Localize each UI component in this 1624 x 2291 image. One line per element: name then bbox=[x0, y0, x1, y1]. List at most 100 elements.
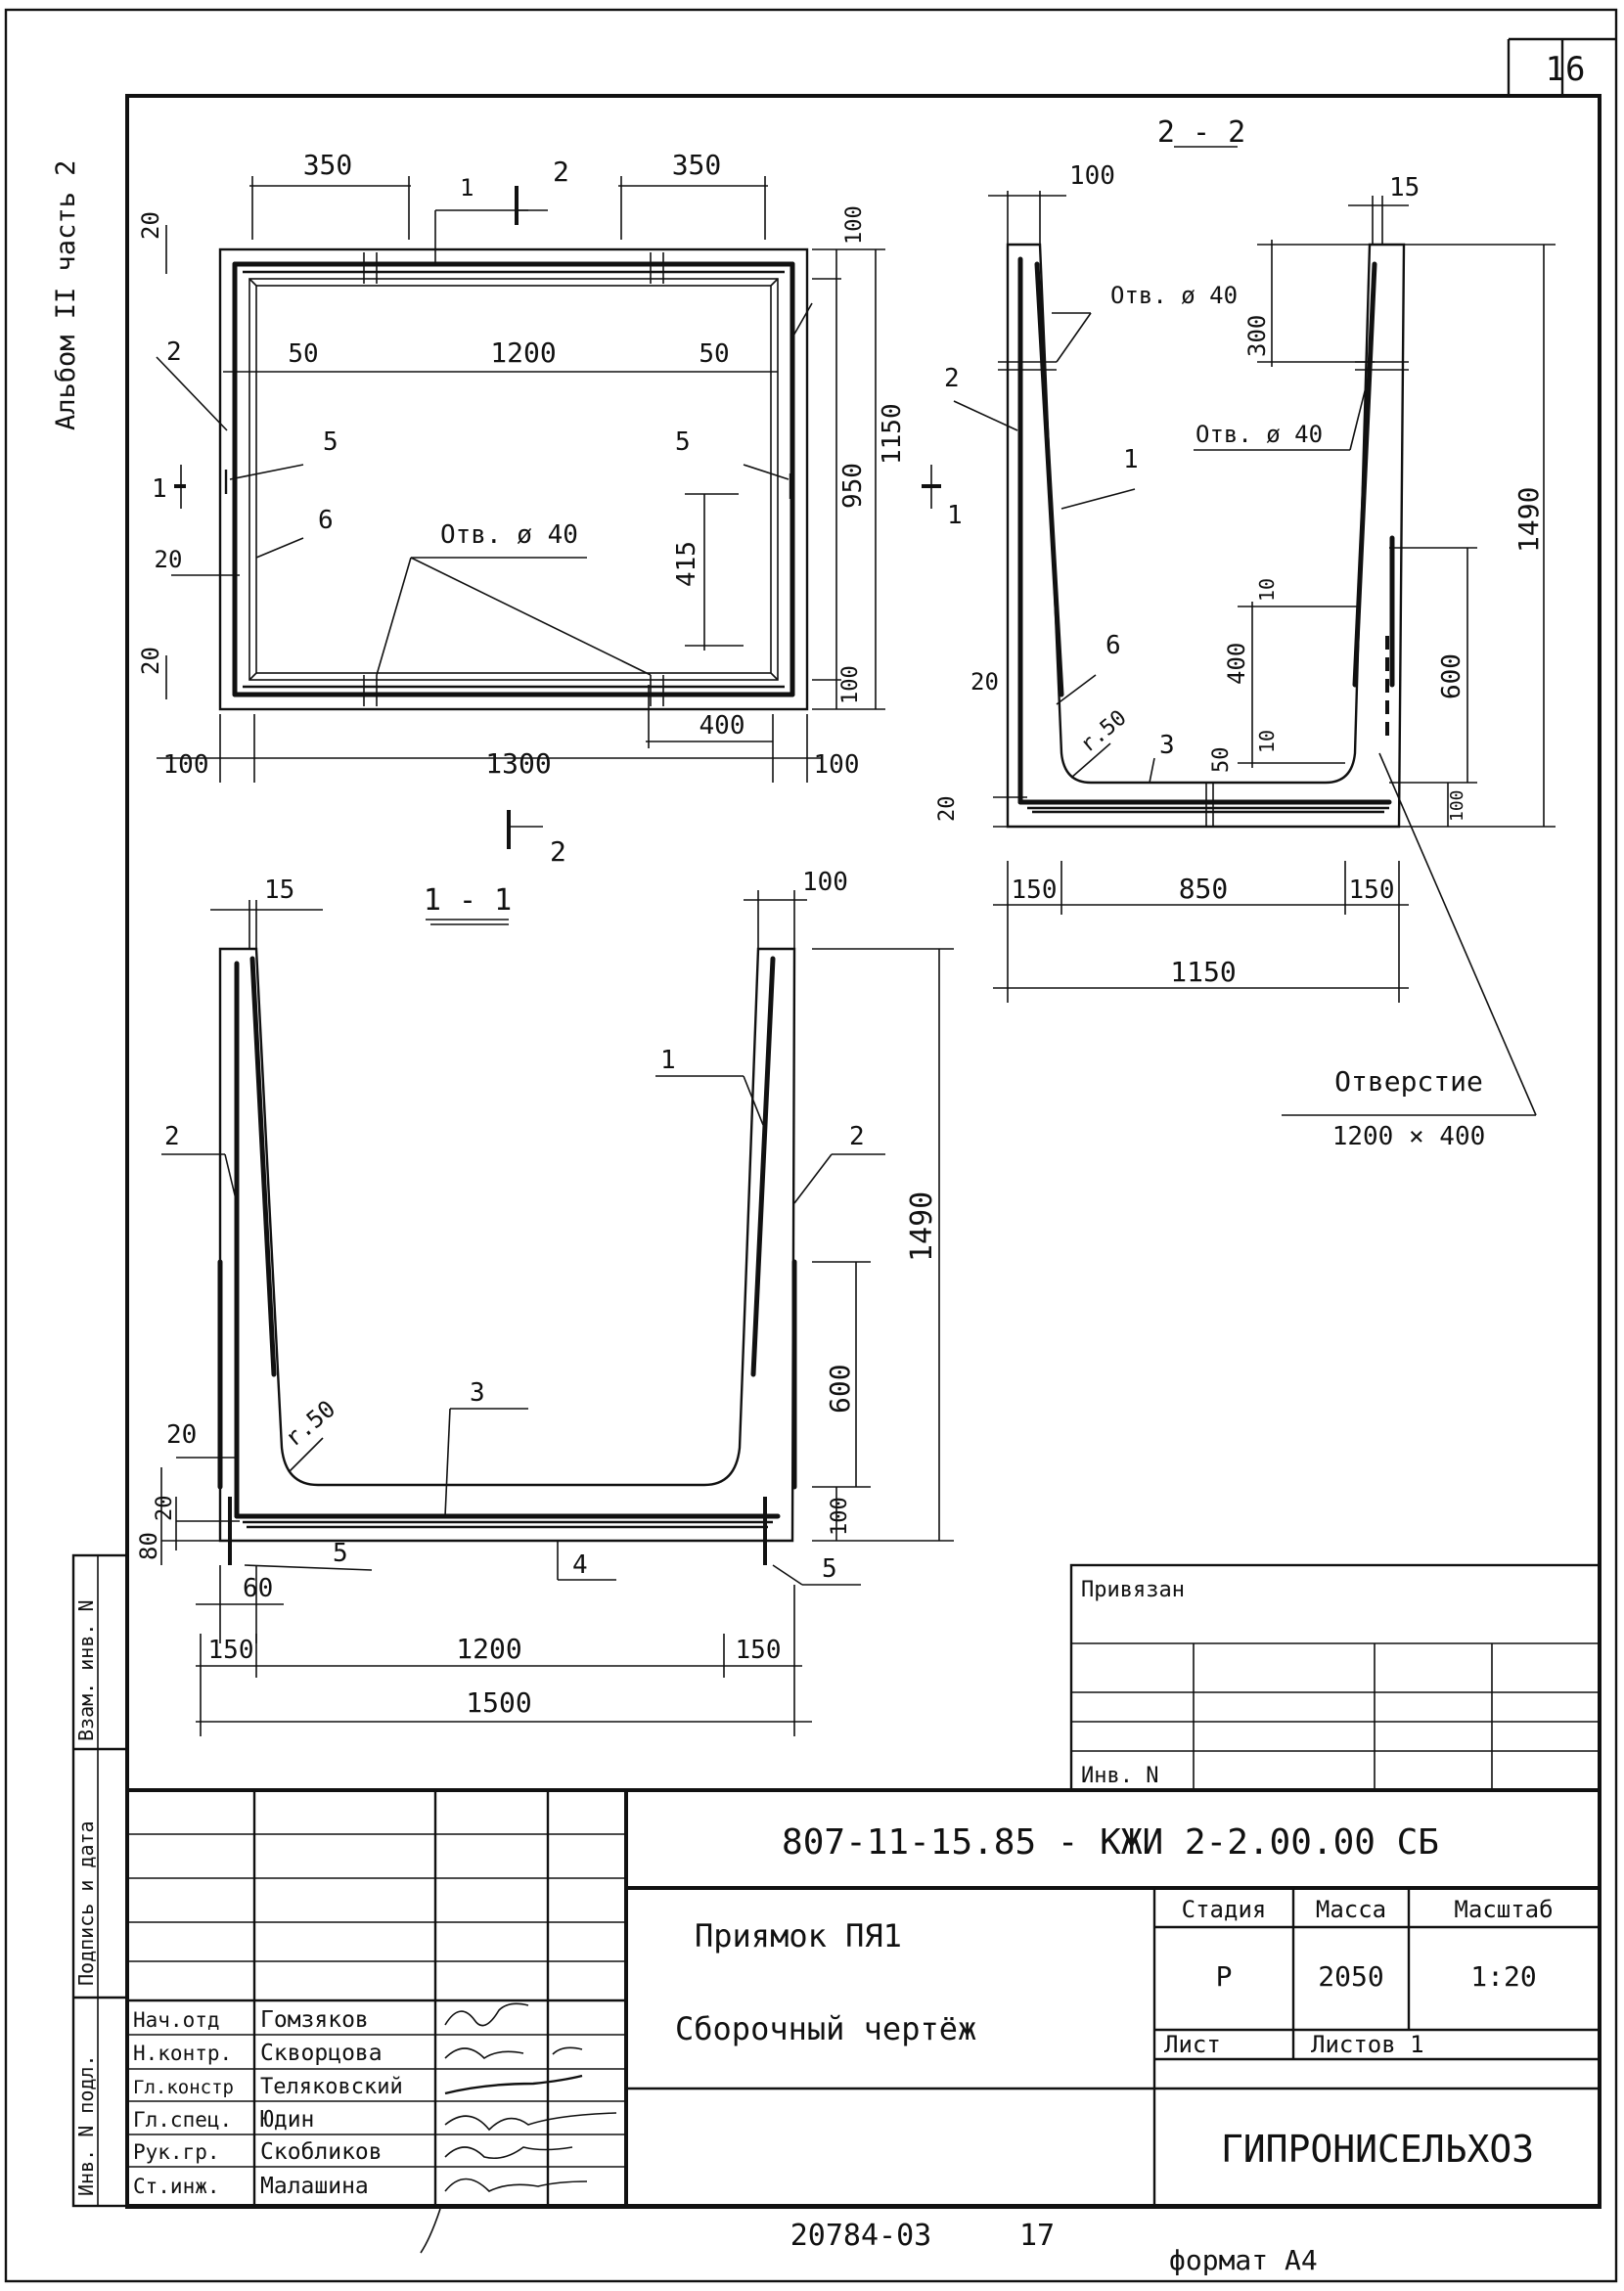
format-label: формат А4 bbox=[1169, 2244, 1318, 2276]
section-2-2 bbox=[953, 146, 1556, 1116]
staff-role: Гл.констр bbox=[133, 2077, 234, 2098]
staff-name: Теляковский bbox=[260, 2075, 403, 2099]
plan-dim-400: 400 bbox=[699, 711, 745, 741]
opening-label: Отверстие bbox=[1334, 1065, 1483, 1098]
s22-dim-20-bottom: 20 bbox=[935, 796, 960, 823]
signature-tail bbox=[420, 2208, 441, 2254]
handwritten-signatures bbox=[420, 2002, 617, 2254]
s22-dim-15: 15 bbox=[1389, 173, 1420, 202]
s11-mark-3: 3 bbox=[470, 1378, 485, 1408]
s11-mark-2-left: 2 bbox=[164, 1122, 180, 1151]
plan-dim-100-top: 100 bbox=[842, 205, 867, 245]
plan-dim-1200: 1200 bbox=[490, 337, 556, 369]
s22-dim-300: 300 bbox=[1243, 315, 1271, 357]
staff-list: Нач.отд Гомзяков Н.контр. Скворцова Гл.к… bbox=[133, 2007, 403, 2199]
s11-dim-80: 80 bbox=[135, 1532, 162, 1560]
item-name: Приямок ПЯ1 bbox=[695, 1917, 902, 1954]
s22-dim-400: 400 bbox=[1223, 643, 1250, 685]
section-2-2-labels: 2 - 2 100 15 300 1490 20 400 10 600 50 1… bbox=[935, 115, 1545, 1151]
s22-dim-1490: 1490 bbox=[1512, 487, 1545, 553]
binding-inv-n: Инв. N bbox=[1081, 1764, 1158, 1788]
s22-mark-1: 1 bbox=[1123, 445, 1139, 474]
section-1-1-labels: 1 - 1 15 100 1490 600 20 100 80 20 60 15… bbox=[135, 868, 939, 1719]
staff-name: Малашина bbox=[260, 2174, 369, 2199]
hdr-stage: Стадия bbox=[1182, 1896, 1267, 1923]
plan-dim-950: 950 bbox=[838, 463, 868, 509]
s11-mark-4: 4 bbox=[572, 1550, 588, 1580]
hdr-scale: Масштаб bbox=[1454, 1896, 1553, 1923]
staff-role: Нач.отд bbox=[133, 2008, 220, 2032]
stamp-podpis: Подпись и дата bbox=[74, 1820, 98, 1986]
plan-dim-50-left: 50 bbox=[288, 339, 318, 369]
s11-dim-100-bottom: 100 bbox=[828, 1497, 852, 1536]
section-2-2-title: 2 - 2 bbox=[1157, 115, 1245, 150]
organization: ГИПРОНИСЕЛЬХОЗ bbox=[1221, 2128, 1534, 2171]
plan-dim-100-bottom: 100 bbox=[838, 665, 863, 704]
staff-role: Ст.инж. bbox=[133, 2175, 220, 2198]
s22-hole-right: Отв. ø 40 bbox=[1195, 421, 1323, 448]
staff-name: Гомзяков bbox=[260, 2007, 369, 2033]
s11-dim-20-left: 20 bbox=[166, 1420, 197, 1450]
s22-mark-6: 6 bbox=[1105, 631, 1121, 660]
plan-cut-mark-left: 1 bbox=[152, 474, 167, 504]
s22-dim-850: 850 bbox=[1179, 873, 1229, 905]
plan-dim-50-right: 50 bbox=[699, 339, 729, 369]
s22-dim-10-top: 10 bbox=[1255, 578, 1279, 602]
plan-cut-mark-top: 2 bbox=[553, 156, 569, 188]
plan-mark-2: 2 bbox=[166, 337, 182, 367]
s11-dim-100: 100 bbox=[802, 868, 848, 897]
val-stage: Р bbox=[1216, 1960, 1233, 1993]
drawing-type: Сборочный чертёж bbox=[675, 2010, 976, 2047]
s11-dim-20-bottom: 20 bbox=[153, 1496, 177, 1522]
page-number: 16 bbox=[1546, 50, 1586, 89]
plan-dim-415: 415 bbox=[672, 541, 701, 587]
signature bbox=[444, 2178, 588, 2192]
s11-dim-1200: 1200 bbox=[456, 1633, 521, 1665]
s11-mark-5-left: 5 bbox=[333, 1539, 348, 1568]
s22-dim-600: 600 bbox=[1437, 653, 1466, 699]
signature bbox=[444, 2074, 583, 2095]
plan-mark-5-left: 5 bbox=[323, 427, 338, 457]
album-label: Альбом II часть 2 bbox=[51, 160, 81, 430]
section-1-1 bbox=[160, 890, 954, 1736]
staff-role: Гл.спец. bbox=[133, 2108, 232, 2132]
s11-mark-1: 1 bbox=[660, 1046, 676, 1075]
s11-dim-60: 60 bbox=[243, 1574, 273, 1603]
hdr-mass: Масса bbox=[1316, 1896, 1386, 1923]
plan-mark-5-right: 5 bbox=[675, 427, 691, 457]
stamp-inv-podl: Инв. N подл. bbox=[74, 2055, 98, 2197]
s11-dim-150-right: 150 bbox=[736, 1636, 782, 1665]
staff-name: Скобликов bbox=[260, 2139, 383, 2165]
s22-dim-150-right: 150 bbox=[1349, 876, 1395, 905]
s11-radius: r.50 bbox=[280, 1395, 340, 1453]
signature bbox=[444, 2146, 573, 2160]
archive-number: 20784-03 bbox=[790, 2219, 932, 2253]
s22-dim-50: 50 bbox=[1209, 747, 1234, 774]
plan-dim-1300: 1300 bbox=[485, 747, 551, 780]
binding-privyazan: Привязан bbox=[1081, 1578, 1185, 1602]
staff-name: Скворцова bbox=[260, 2041, 383, 2066]
val-scale: 1:20 bbox=[1470, 1960, 1536, 1993]
plan-dim-350-left: 350 bbox=[303, 149, 353, 181]
staff-role: Рук.гр. bbox=[133, 2140, 220, 2164]
staff-name: Юдин bbox=[260, 2107, 314, 2133]
s11-dim-1500: 1500 bbox=[466, 1686, 531, 1719]
s22-mark-2: 2 bbox=[944, 364, 960, 393]
s11-dim-1490: 1490 bbox=[905, 1191, 939, 1262]
plan-dim-20-top: 20 bbox=[137, 211, 164, 240]
plan-mark-1: 1 bbox=[460, 174, 474, 202]
s22-dim-150-left: 150 bbox=[1012, 876, 1058, 905]
plan-hole-label: Отв. ø 40 bbox=[440, 520, 578, 550]
plan-dim-20-mid: 20 bbox=[155, 546, 183, 573]
title-block-grid bbox=[125, 1788, 1601, 2208]
s22-dim-100: 100 bbox=[1069, 161, 1115, 191]
s11-dim-15: 15 bbox=[264, 876, 294, 905]
s22-mark-3: 3 bbox=[1159, 731, 1175, 760]
s11-mark-2-right: 2 bbox=[849, 1122, 865, 1151]
plan-mark-6: 6 bbox=[318, 506, 334, 535]
section-1-1-title: 1 - 1 bbox=[424, 883, 512, 918]
signature bbox=[444, 2112, 617, 2132]
s22-dim-20-left: 20 bbox=[970, 668, 999, 696]
s11-mark-5-right: 5 bbox=[822, 1554, 837, 1584]
